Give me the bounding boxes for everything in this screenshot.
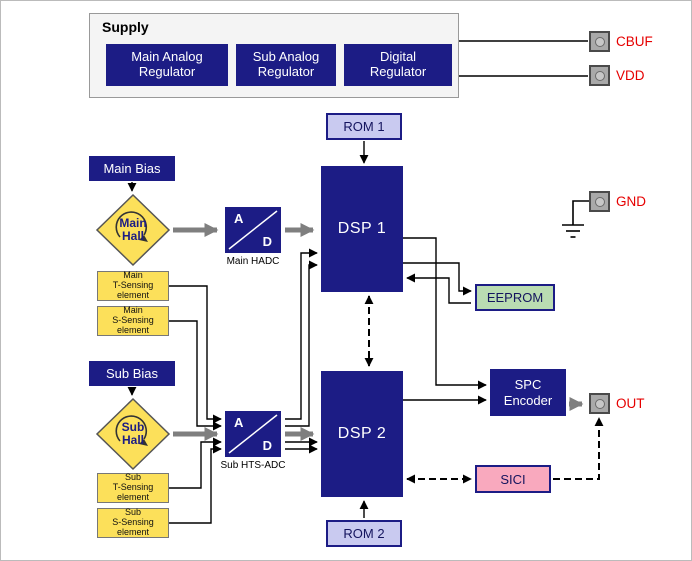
- dsp1-block: DSP 1: [321, 166, 403, 292]
- adc-diagonal-icon: [228, 210, 278, 250]
- pad-hole-icon: [594, 36, 605, 47]
- wire-adc2-dsp1-a: [285, 248, 318, 420]
- wire-gnd: [572, 200, 589, 225]
- adc-letter-a: A: [234, 415, 244, 430]
- sub-t-sensing-block: Sub T-Sensing element: [97, 473, 169, 503]
- sub-hts-adc-block: A D: [225, 411, 281, 457]
- main-hadc-block: A D: [225, 207, 281, 253]
- wire-dsp1-eeprom: [403, 262, 472, 296]
- adc-letter-d: D: [262, 438, 272, 453]
- wire-mains-adc2: [169, 320, 222, 431]
- diamond-shape: [95, 193, 171, 267]
- sub-hall-block: Sub Hall: [95, 397, 171, 471]
- out-pad: [589, 393, 610, 414]
- dsp2-block: DSP 2: [321, 371, 403, 497]
- main-s-sensing-block: Main S-Sensing element: [97, 306, 169, 336]
- rotation-arrow-head-icon: [139, 439, 148, 446]
- rotation-arrow-head-icon: [139, 235, 148, 242]
- main-hall-block: Main Hall: [95, 193, 171, 267]
- wire-maint-adc2: [169, 285, 222, 424]
- adc-letter-a: A: [234, 211, 244, 226]
- pad-hole-icon: [594, 70, 605, 81]
- sub-hts-adc-caption: Sub HTS-ADC: [220, 460, 286, 471]
- rom1-block: ROM 1: [326, 113, 402, 140]
- sub-bias-block: Sub Bias: [89, 361, 175, 386]
- pad-hole-icon: [594, 196, 605, 207]
- cbuf-pad: [589, 31, 610, 52]
- pad-hole-icon: [594, 398, 605, 409]
- diamond-shape: [95, 397, 171, 471]
- cbuf-pad-label: CBUF: [616, 34, 653, 49]
- adc-letter-d: D: [262, 234, 272, 249]
- main-t-sensing-block: Main T-Sensing element: [97, 271, 169, 301]
- main-hadc-caption: Main HADC: [226, 256, 280, 267]
- gnd-pad: [589, 191, 610, 212]
- rotation-arrow-icon: [115, 211, 148, 238]
- sub-s-sensing-block: Sub S-Sensing element: [97, 508, 169, 538]
- eeprom-block: EEPROM: [475, 284, 555, 311]
- wire-eeprom-dsp1: [406, 273, 471, 304]
- rotation-arrow-icon: [115, 415, 148, 442]
- spc-encoder-block: SPC Encoder: [490, 369, 566, 416]
- out-pad-label: OUT: [616, 396, 645, 411]
- main-bias-block: Main Bias: [89, 156, 175, 181]
- digital-regulator-block: Digital Regulator: [344, 44, 452, 86]
- wire-sici-out-dashed: [553, 417, 604, 480]
- main-analog-regulator-block: Main Analog Regulator: [106, 44, 228, 86]
- wire-dsp1-spc: [403, 237, 487, 390]
- gnd-pad-label: GND: [616, 194, 646, 209]
- sub-analog-regulator-block: Sub Analog Regulator: [236, 44, 336, 86]
- supply-box: Supply Main Analog Regulator Sub Analog …: [89, 13, 459, 98]
- main-hall-label: Main Hall: [119, 216, 147, 243]
- rom2-block: ROM 2: [326, 520, 402, 547]
- adc-diagonal-icon: [228, 414, 278, 454]
- vdd-pad-label: VDD: [616, 68, 645, 83]
- supply-title: Supply: [102, 19, 149, 35]
- wire-adc2-dsp1-b: [285, 260, 318, 427]
- sici-block: SICI: [475, 465, 551, 493]
- sub-hall-label: Sub Hall: [121, 420, 145, 447]
- vdd-pad: [589, 65, 610, 86]
